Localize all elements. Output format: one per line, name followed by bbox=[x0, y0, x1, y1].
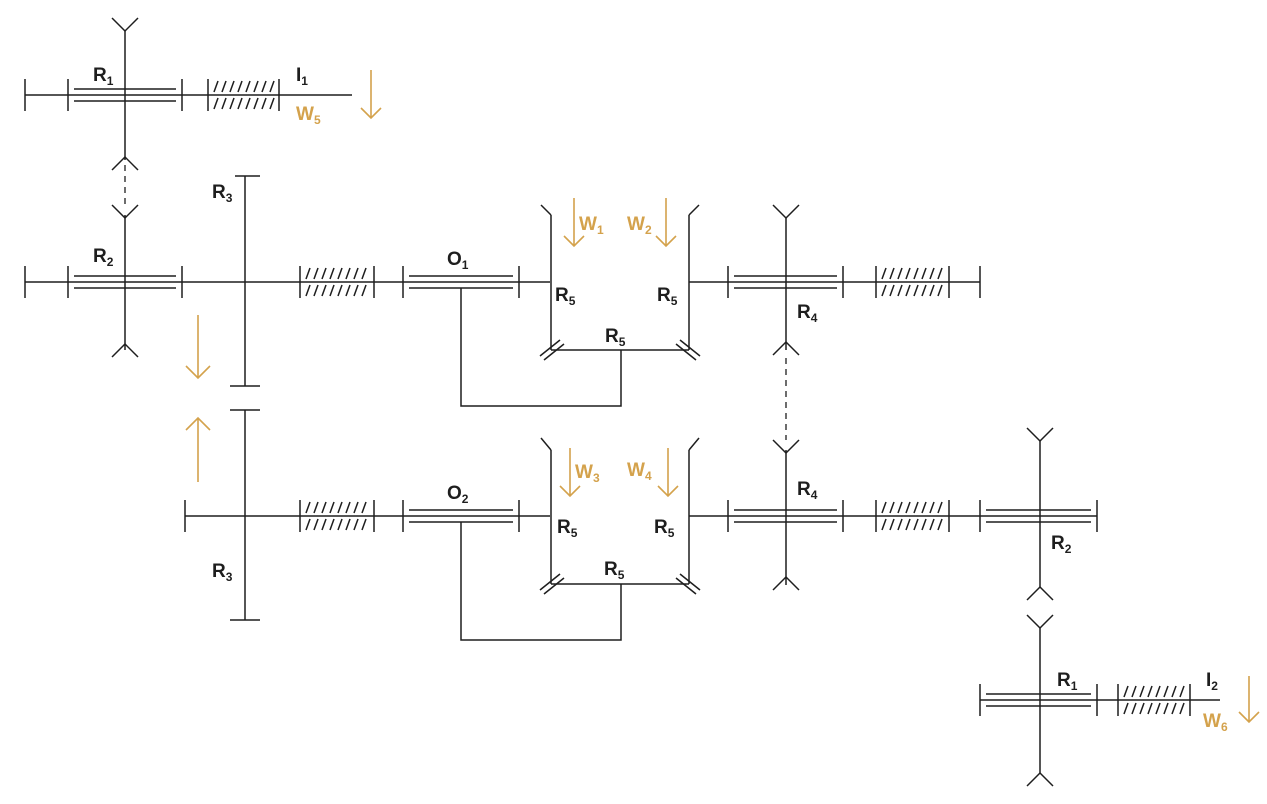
arrow-w5 bbox=[360, 70, 382, 120]
arrow-w1 bbox=[563, 198, 585, 248]
label-w1: W1 bbox=[579, 214, 604, 237]
label-r5-f: R5 bbox=[604, 559, 625, 582]
label-i1: I1 bbox=[296, 65, 308, 88]
label-r5-d: R5 bbox=[557, 517, 578, 540]
gear-r2-left-shaft bbox=[111, 204, 139, 358]
arrow-r3-up bbox=[185, 416, 211, 482]
coupling-lower-right bbox=[875, 500, 950, 532]
label-w6: W6 bbox=[1203, 711, 1228, 734]
bearing-r2-right bbox=[979, 500, 1098, 532]
label-w5: W5 bbox=[296, 104, 321, 127]
carrier-o2 bbox=[402, 500, 622, 641]
gear-r3-top bbox=[230, 175, 260, 387]
shaft-lower-right bbox=[689, 427, 1098, 601]
arrow-w4 bbox=[657, 448, 679, 498]
gear-r4-top-shaft bbox=[772, 204, 800, 356]
arrow-w2 bbox=[655, 198, 677, 248]
label-r2-right: R2 bbox=[1051, 533, 1072, 556]
gear-r1-bottom-shaft bbox=[1026, 614, 1054, 787]
gear-r4-bottom-shaft bbox=[772, 439, 800, 591]
label-w2: W2 bbox=[627, 214, 652, 237]
label-r5-e: R5 bbox=[654, 517, 675, 540]
label-o2: O2 bbox=[447, 483, 469, 506]
label-i2: I2 bbox=[1206, 670, 1218, 693]
bearing-r1-bottom bbox=[979, 684, 1098, 716]
label-r5-a: R5 bbox=[555, 285, 576, 308]
coupling-i1 bbox=[207, 79, 280, 111]
coupling-upper-right bbox=[875, 266, 950, 298]
label-r5-b: R5 bbox=[657, 285, 678, 308]
gear-r1-top-shaft bbox=[111, 17, 139, 171]
shaft-upper-right bbox=[689, 204, 981, 356]
gear-r2-right-shaft bbox=[1026, 427, 1054, 601]
shaft-i1-assembly bbox=[24, 17, 382, 171]
coupling-upper bbox=[299, 266, 375, 298]
arrow-w3 bbox=[559, 448, 581, 498]
label-r5-c: R5 bbox=[605, 326, 626, 349]
label-r1-top: R1 bbox=[93, 65, 114, 88]
label-r1-bottom: R1 bbox=[1057, 670, 1078, 693]
carrier-o1 bbox=[402, 266, 622, 407]
shaft-lower-row bbox=[184, 409, 622, 641]
label-w3: W3 bbox=[575, 462, 600, 485]
arrow-w6 bbox=[1238, 676, 1260, 724]
label-r2-left: R2 bbox=[93, 246, 114, 269]
label-o1: O1 bbox=[447, 249, 469, 272]
label-r3-bottom: R3 bbox=[212, 561, 233, 584]
shaft-upper-row bbox=[24, 175, 622, 407]
coupling-i2 bbox=[1117, 684, 1191, 716]
arrow-r3-down bbox=[185, 315, 211, 380]
label-w4: W4 bbox=[627, 460, 652, 483]
label-r4-bottom: R4 bbox=[797, 479, 818, 502]
shaft-i2-assembly bbox=[979, 614, 1260, 787]
label-r4-top: R4 bbox=[797, 302, 818, 325]
label-r3-top: R3 bbox=[212, 182, 233, 205]
differential-upper bbox=[539, 198, 701, 361]
gear-r3-bottom bbox=[230, 409, 260, 621]
coupling-lower bbox=[299, 500, 375, 532]
differential-lower bbox=[539, 437, 701, 595]
